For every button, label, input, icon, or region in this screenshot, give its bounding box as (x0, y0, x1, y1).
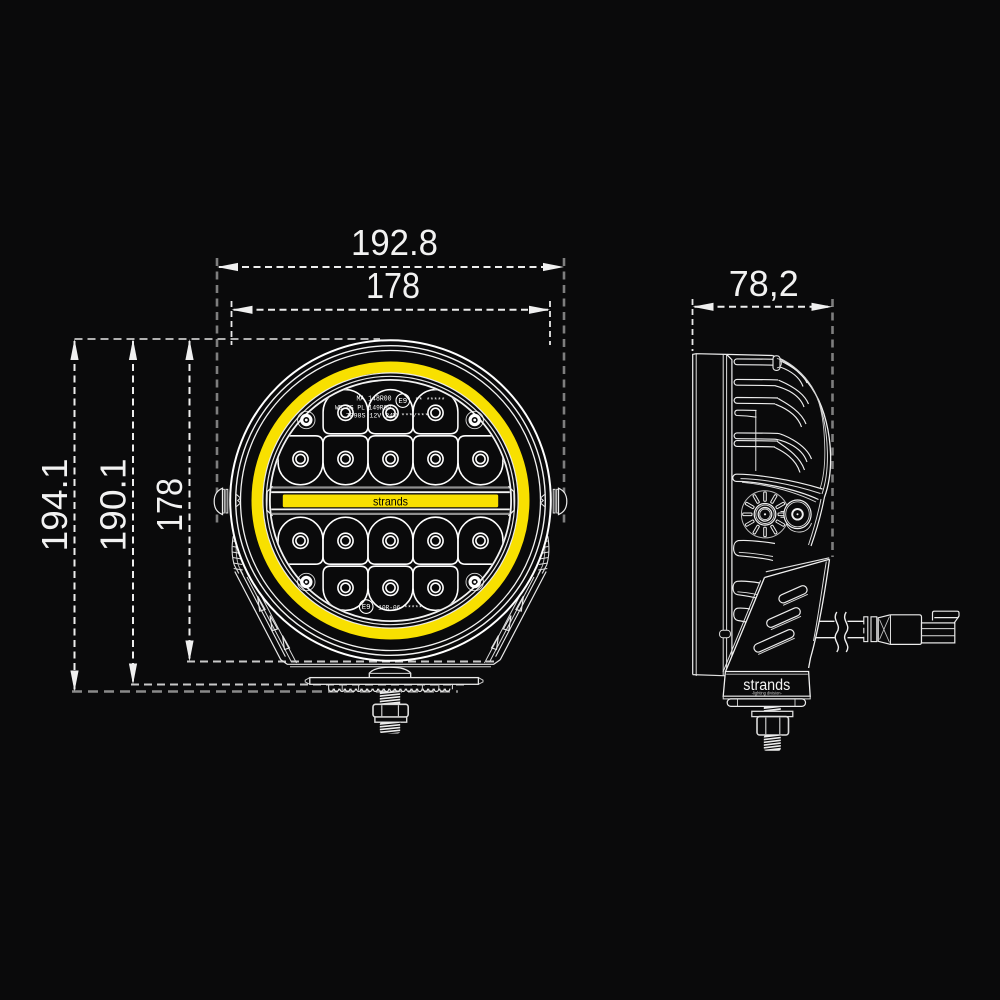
svg-text:192.8: 192.8 (351, 222, 438, 263)
svg-text:strands: strands (373, 494, 408, 508)
svg-text:7098S 12V 24V ***/***: 7098S 12V 24V ***/*** (346, 412, 429, 420)
svg-text:E9: E9 (398, 398, 407, 406)
svg-text:-lighting division-: -lighting division- (752, 691, 783, 696)
svg-text:194.1: 194.1 (34, 459, 75, 552)
svg-text:10R-06 *****: 10R-06 ***** (378, 604, 422, 611)
svg-text:190.1: 190.1 (93, 459, 134, 552)
svg-text:78,2: 78,2 (729, 263, 799, 304)
svg-text:E9: E9 (362, 604, 371, 612)
svg-text:strands: strands (743, 677, 790, 694)
svg-text:** *****: ** ***** (415, 397, 445, 405)
svg-text:178: 178 (366, 265, 420, 306)
svg-text:178: 178 (149, 478, 190, 532)
svg-text:WB-6S PL 149R00: WB-6S PL 149R00 (335, 405, 391, 413)
svg-text:MA 148R00: MA 148R00 (357, 395, 392, 403)
